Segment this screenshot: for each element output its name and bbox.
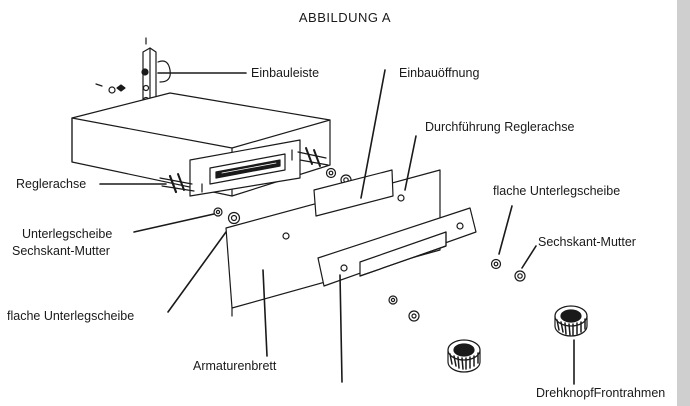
leader-flache-right <box>498 205 513 255</box>
figure-title: ABBILDUNG A <box>298 10 392 25</box>
front-frame <box>317 207 477 287</box>
label-reglerachse: Reglerachse <box>16 177 87 191</box>
washers-far-right <box>490 258 526 282</box>
washers-left-of-radio <box>213 207 241 225</box>
label-flache-unterlegscheibe-left: flache Unterlegscheibe <box>7 309 135 323</box>
label-armaturenbrett: Armaturenbrett <box>193 359 277 373</box>
label-durchfuehrung-reglerachse: Durchführung Reglerachse <box>425 120 575 134</box>
leader-einbauoeffnung <box>360 69 386 199</box>
leader-unterlegscheibe <box>133 213 215 233</box>
leader-armaturenbrett <box>262 269 268 357</box>
leader-durchfuehrung <box>404 135 417 191</box>
label-flache-unterlegscheibe-right: flache Unterlegscheibe <box>493 184 621 198</box>
knob-left <box>447 339 481 373</box>
label-einbauoeffnung: Einbauöffnung <box>399 66 480 80</box>
knob-right <box>554 305 588 337</box>
leader-flache-left <box>167 231 227 313</box>
label-sechskant-mutter-left: Sechskant-Mutter <box>12 244 110 258</box>
radio-unit <box>71 92 331 197</box>
dashboard-panel <box>225 169 441 317</box>
label-sechskant-mutter-right: Sechskant-Mutter <box>538 235 636 249</box>
label-einbauleiste: Einbauleiste <box>251 66 320 80</box>
leader-frame <box>339 274 343 383</box>
page-edge-strip <box>677 0 690 406</box>
label-drehknopf-frontrahmen: DrehknopfFrontrahmen <box>536 386 666 400</box>
washers-center <box>388 295 420 322</box>
leader-lines <box>99 69 575 385</box>
leader-sechskant-right <box>521 245 537 269</box>
label-unterlegscheibe: Unterlegscheibe <box>22 227 113 241</box>
